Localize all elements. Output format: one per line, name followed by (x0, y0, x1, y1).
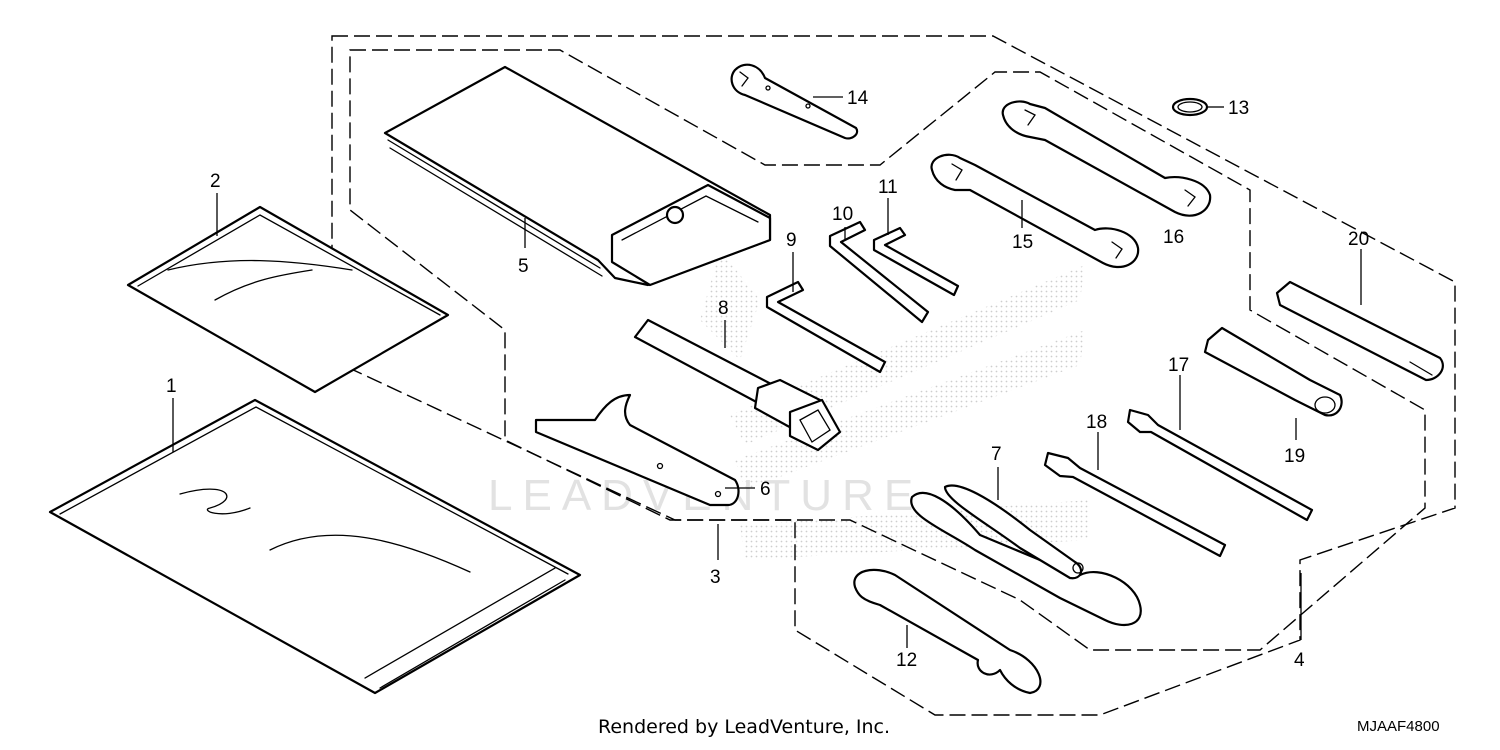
callout-1: 1 (166, 376, 177, 397)
callout-6: 6 (760, 479, 771, 500)
callout-16: 16 (1163, 227, 1184, 248)
part-6-hook-spanner (534, 393, 740, 507)
callout-13: 13 (1228, 98, 1249, 119)
callout-labels: 1 2 3 4 5 6 7 8 9 10 11 12 13 14 15 16 1… (166, 88, 1369, 671)
part-8-plug-wrench (633, 318, 842, 452)
callout-19: 19 (1284, 446, 1305, 467)
leader-lines (172, 96, 1362, 648)
callout-9: 9 (786, 230, 797, 251)
callout-7: 7 (991, 444, 1002, 465)
callout-4: 4 (1294, 650, 1305, 671)
part-7-pliers (910, 484, 1142, 627)
callout-3: 3 (710, 567, 721, 588)
callout-20: 20 (1348, 229, 1369, 250)
part-12-pin-spanner (853, 568, 1042, 695)
part-5-tool-bag (383, 65, 772, 287)
part-10-hex-key (828, 220, 930, 324)
kit-boundaries (331, 35, 1456, 716)
part-17-screwdriver (1126, 408, 1314, 522)
part-14-wrench (730, 63, 859, 140)
part-11-hex-key (872, 226, 960, 297)
callout-2: 2 (210, 171, 221, 192)
part-2-document-bag (126, 205, 450, 394)
callout-14: 14 (847, 88, 869, 109)
callout-18: 18 (1086, 412, 1107, 433)
callout-12: 12 (896, 650, 917, 671)
callout-10: 10 (832, 204, 853, 225)
callout-15: 15 (1012, 232, 1033, 253)
part-1-owners-manual (48, 398, 582, 695)
part-20-grip (1275, 280, 1444, 382)
diagram-code: MJAAF4800 (1357, 718, 1440, 735)
callout-8: 8 (718, 298, 729, 319)
part-16-double-wrench (1001, 100, 1212, 217)
part-19-handle (1203, 326, 1343, 417)
callout-11: 11 (878, 177, 898, 198)
rendered-by-credit: Rendered by LeadVenture, Inc. (598, 716, 891, 738)
part-15-wrench (930, 153, 1140, 269)
callout-17: 17 (1168, 355, 1189, 376)
part-9-hex-key (765, 280, 887, 374)
part-18-screwdriver (1043, 451, 1227, 558)
callout-5: 5 (518, 256, 529, 277)
